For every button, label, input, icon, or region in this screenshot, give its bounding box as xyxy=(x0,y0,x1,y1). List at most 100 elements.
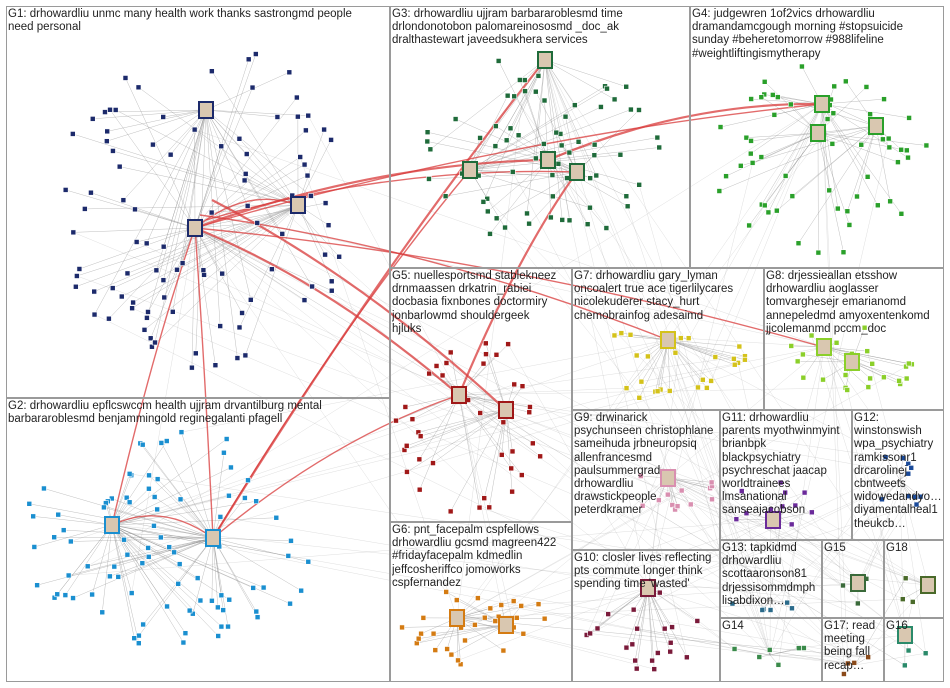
node xyxy=(623,644,630,651)
node xyxy=(756,654,763,660)
node xyxy=(548,214,554,221)
node xyxy=(617,151,624,158)
node xyxy=(481,495,488,501)
node xyxy=(684,654,690,661)
edge-line xyxy=(115,109,299,206)
node xyxy=(503,137,510,144)
node xyxy=(493,123,499,129)
node xyxy=(200,267,207,273)
node xyxy=(115,574,122,580)
node xyxy=(160,114,167,120)
node xyxy=(128,590,135,596)
edge-line xyxy=(127,204,299,274)
node xyxy=(177,496,184,503)
node xyxy=(900,455,906,461)
node xyxy=(880,136,886,143)
node xyxy=(867,111,873,117)
node xyxy=(858,141,865,148)
group-panel-g9 xyxy=(572,410,720,550)
node xyxy=(784,599,790,606)
node xyxy=(41,485,47,492)
node xyxy=(729,600,736,607)
node xyxy=(511,93,518,100)
edge-line xyxy=(458,394,514,628)
node xyxy=(634,625,640,632)
edge-line xyxy=(547,147,660,161)
node xyxy=(487,605,494,612)
node xyxy=(131,635,138,641)
edge-line xyxy=(558,163,649,589)
edge-line xyxy=(136,227,196,243)
edge-line xyxy=(416,624,507,644)
node xyxy=(163,438,170,444)
node xyxy=(443,360,450,366)
node xyxy=(304,172,311,179)
group-panel-g10 xyxy=(572,550,720,682)
edge-strong xyxy=(111,515,214,539)
node xyxy=(186,607,193,614)
node xyxy=(733,516,740,522)
node xyxy=(765,209,772,216)
edge-line xyxy=(147,227,196,313)
node xyxy=(605,611,611,617)
edge-line xyxy=(769,599,793,609)
node xyxy=(535,73,542,79)
node xyxy=(906,115,912,121)
edge-line xyxy=(212,537,224,611)
node xyxy=(322,200,329,206)
node xyxy=(244,203,251,209)
edge-strong xyxy=(194,103,823,229)
edge-line xyxy=(194,227,905,666)
node xyxy=(260,584,267,591)
node xyxy=(782,489,788,496)
node xyxy=(867,375,873,382)
node xyxy=(553,129,560,136)
node xyxy=(74,273,80,279)
node xyxy=(854,193,860,200)
edge-line xyxy=(746,132,819,138)
node xyxy=(851,660,858,666)
node xyxy=(160,277,167,283)
edge-line xyxy=(194,227,216,366)
edge-line xyxy=(544,59,597,176)
edge-line xyxy=(150,227,196,339)
group-panel-g4 xyxy=(690,6,944,268)
hub-node xyxy=(104,516,120,534)
edge-line xyxy=(711,482,906,636)
edge-line xyxy=(152,109,207,145)
edge-line xyxy=(881,479,901,500)
node xyxy=(146,485,152,492)
group-label-g14: G14 xyxy=(722,620,744,632)
node xyxy=(140,621,146,628)
node xyxy=(176,561,183,567)
node xyxy=(480,360,487,367)
edge-line xyxy=(477,103,823,599)
node xyxy=(209,597,215,604)
node xyxy=(509,488,515,495)
node xyxy=(855,600,861,607)
node xyxy=(533,155,539,162)
edge-line xyxy=(576,109,640,173)
edge-line xyxy=(647,587,659,654)
node xyxy=(151,494,158,500)
hub-node xyxy=(868,117,884,135)
node xyxy=(253,608,260,615)
node xyxy=(695,384,701,391)
node xyxy=(321,126,327,133)
node xyxy=(228,464,234,471)
edge-line xyxy=(763,479,901,610)
node xyxy=(89,591,95,598)
edge-line xyxy=(132,308,906,636)
node xyxy=(886,144,893,151)
edge-line xyxy=(181,339,669,433)
node xyxy=(145,554,152,560)
node xyxy=(68,538,74,545)
edge-line xyxy=(181,432,214,539)
edge-line xyxy=(647,587,688,658)
edge-line xyxy=(212,537,219,608)
node xyxy=(815,249,822,256)
node xyxy=(522,88,528,94)
node xyxy=(704,385,710,391)
node xyxy=(492,143,499,149)
